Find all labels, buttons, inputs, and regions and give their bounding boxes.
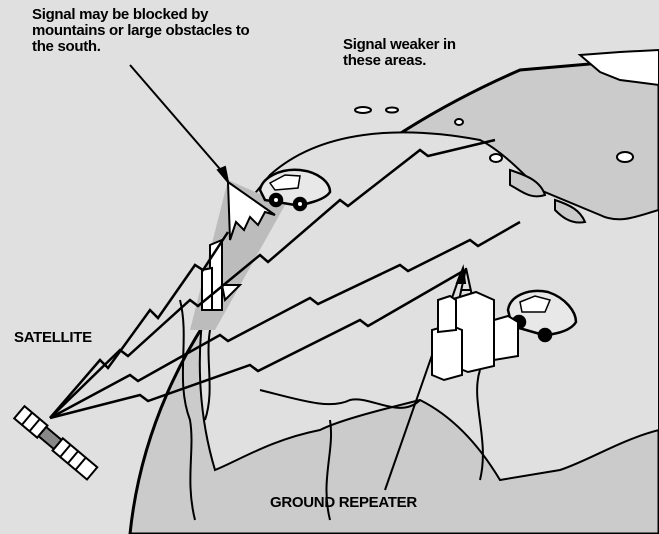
blocked-signal-label: Signal may be blocked by mountains or la… [32,6,250,55]
islands [354,48,659,163]
ground-repeater-label: GROUND REPEATER [270,494,417,511]
weaker-signal-label: Signal weaker in these areas. [343,36,456,69]
mountain-obstacle [226,180,276,241]
satellite-label: SATELLITE [14,329,92,346]
great-lakes [509,151,634,224]
signal-beams [49,138,521,420]
rivers [179,299,484,521]
north-america-landmass [198,131,659,482]
car-icon [258,168,332,212]
city-buildings [431,290,519,382]
satellite-icon [12,404,99,481]
